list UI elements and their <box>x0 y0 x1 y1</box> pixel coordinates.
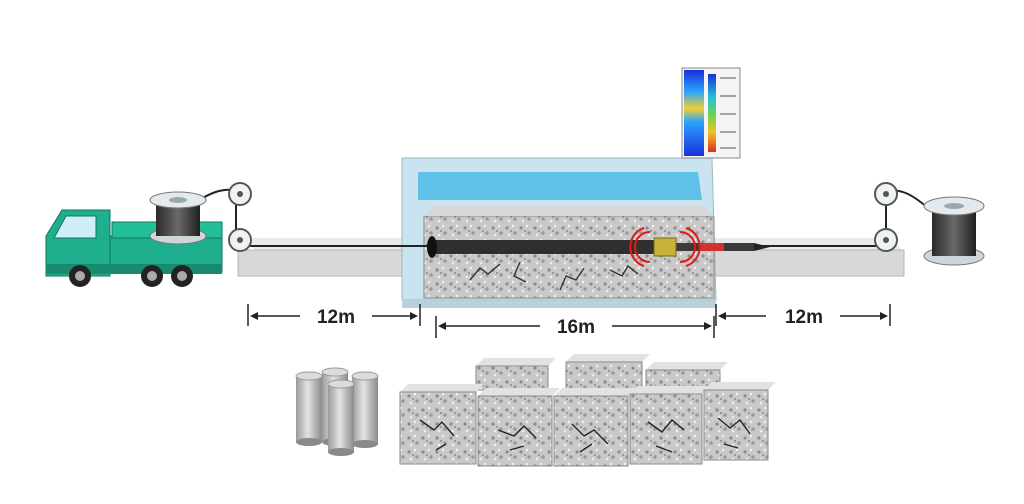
rock-slab <box>423 206 715 299</box>
dimension-left-label: 12m <box>317 307 355 328</box>
sensor-probe-icon <box>629 227 701 267</box>
cube-block <box>475 358 556 391</box>
dimension-right-label: 12m <box>785 307 823 328</box>
cube-block <box>629 386 710 465</box>
cube-block <box>703 382 776 461</box>
borehole-pipe <box>427 236 770 258</box>
pulley-right-bottom <box>874 228 898 252</box>
cylinder-core <box>351 371 379 448</box>
cylinder-core <box>327 379 355 456</box>
dimension-right: 12m <box>715 304 891 328</box>
cube-block <box>477 388 560 467</box>
cylinder-cores <box>295 367 379 456</box>
pulley-left-top <box>228 182 252 206</box>
dimension-left: 12m <box>247 304 421 328</box>
cube-block <box>399 384 484 465</box>
tomography-readout-icon <box>681 67 741 159</box>
pulley-left-bottom <box>228 228 252 252</box>
cube-block <box>553 388 636 467</box>
cube-block <box>565 354 650 391</box>
cable-reel-left <box>149 191 207 245</box>
cylinder-core <box>295 371 323 446</box>
dimension-middle: 16m <box>435 316 715 338</box>
cube-blocks <box>399 354 776 467</box>
pulley-right-top <box>874 182 898 206</box>
dimension-middle-label: 16m <box>557 317 595 338</box>
cable-reel-right <box>923 196 985 266</box>
